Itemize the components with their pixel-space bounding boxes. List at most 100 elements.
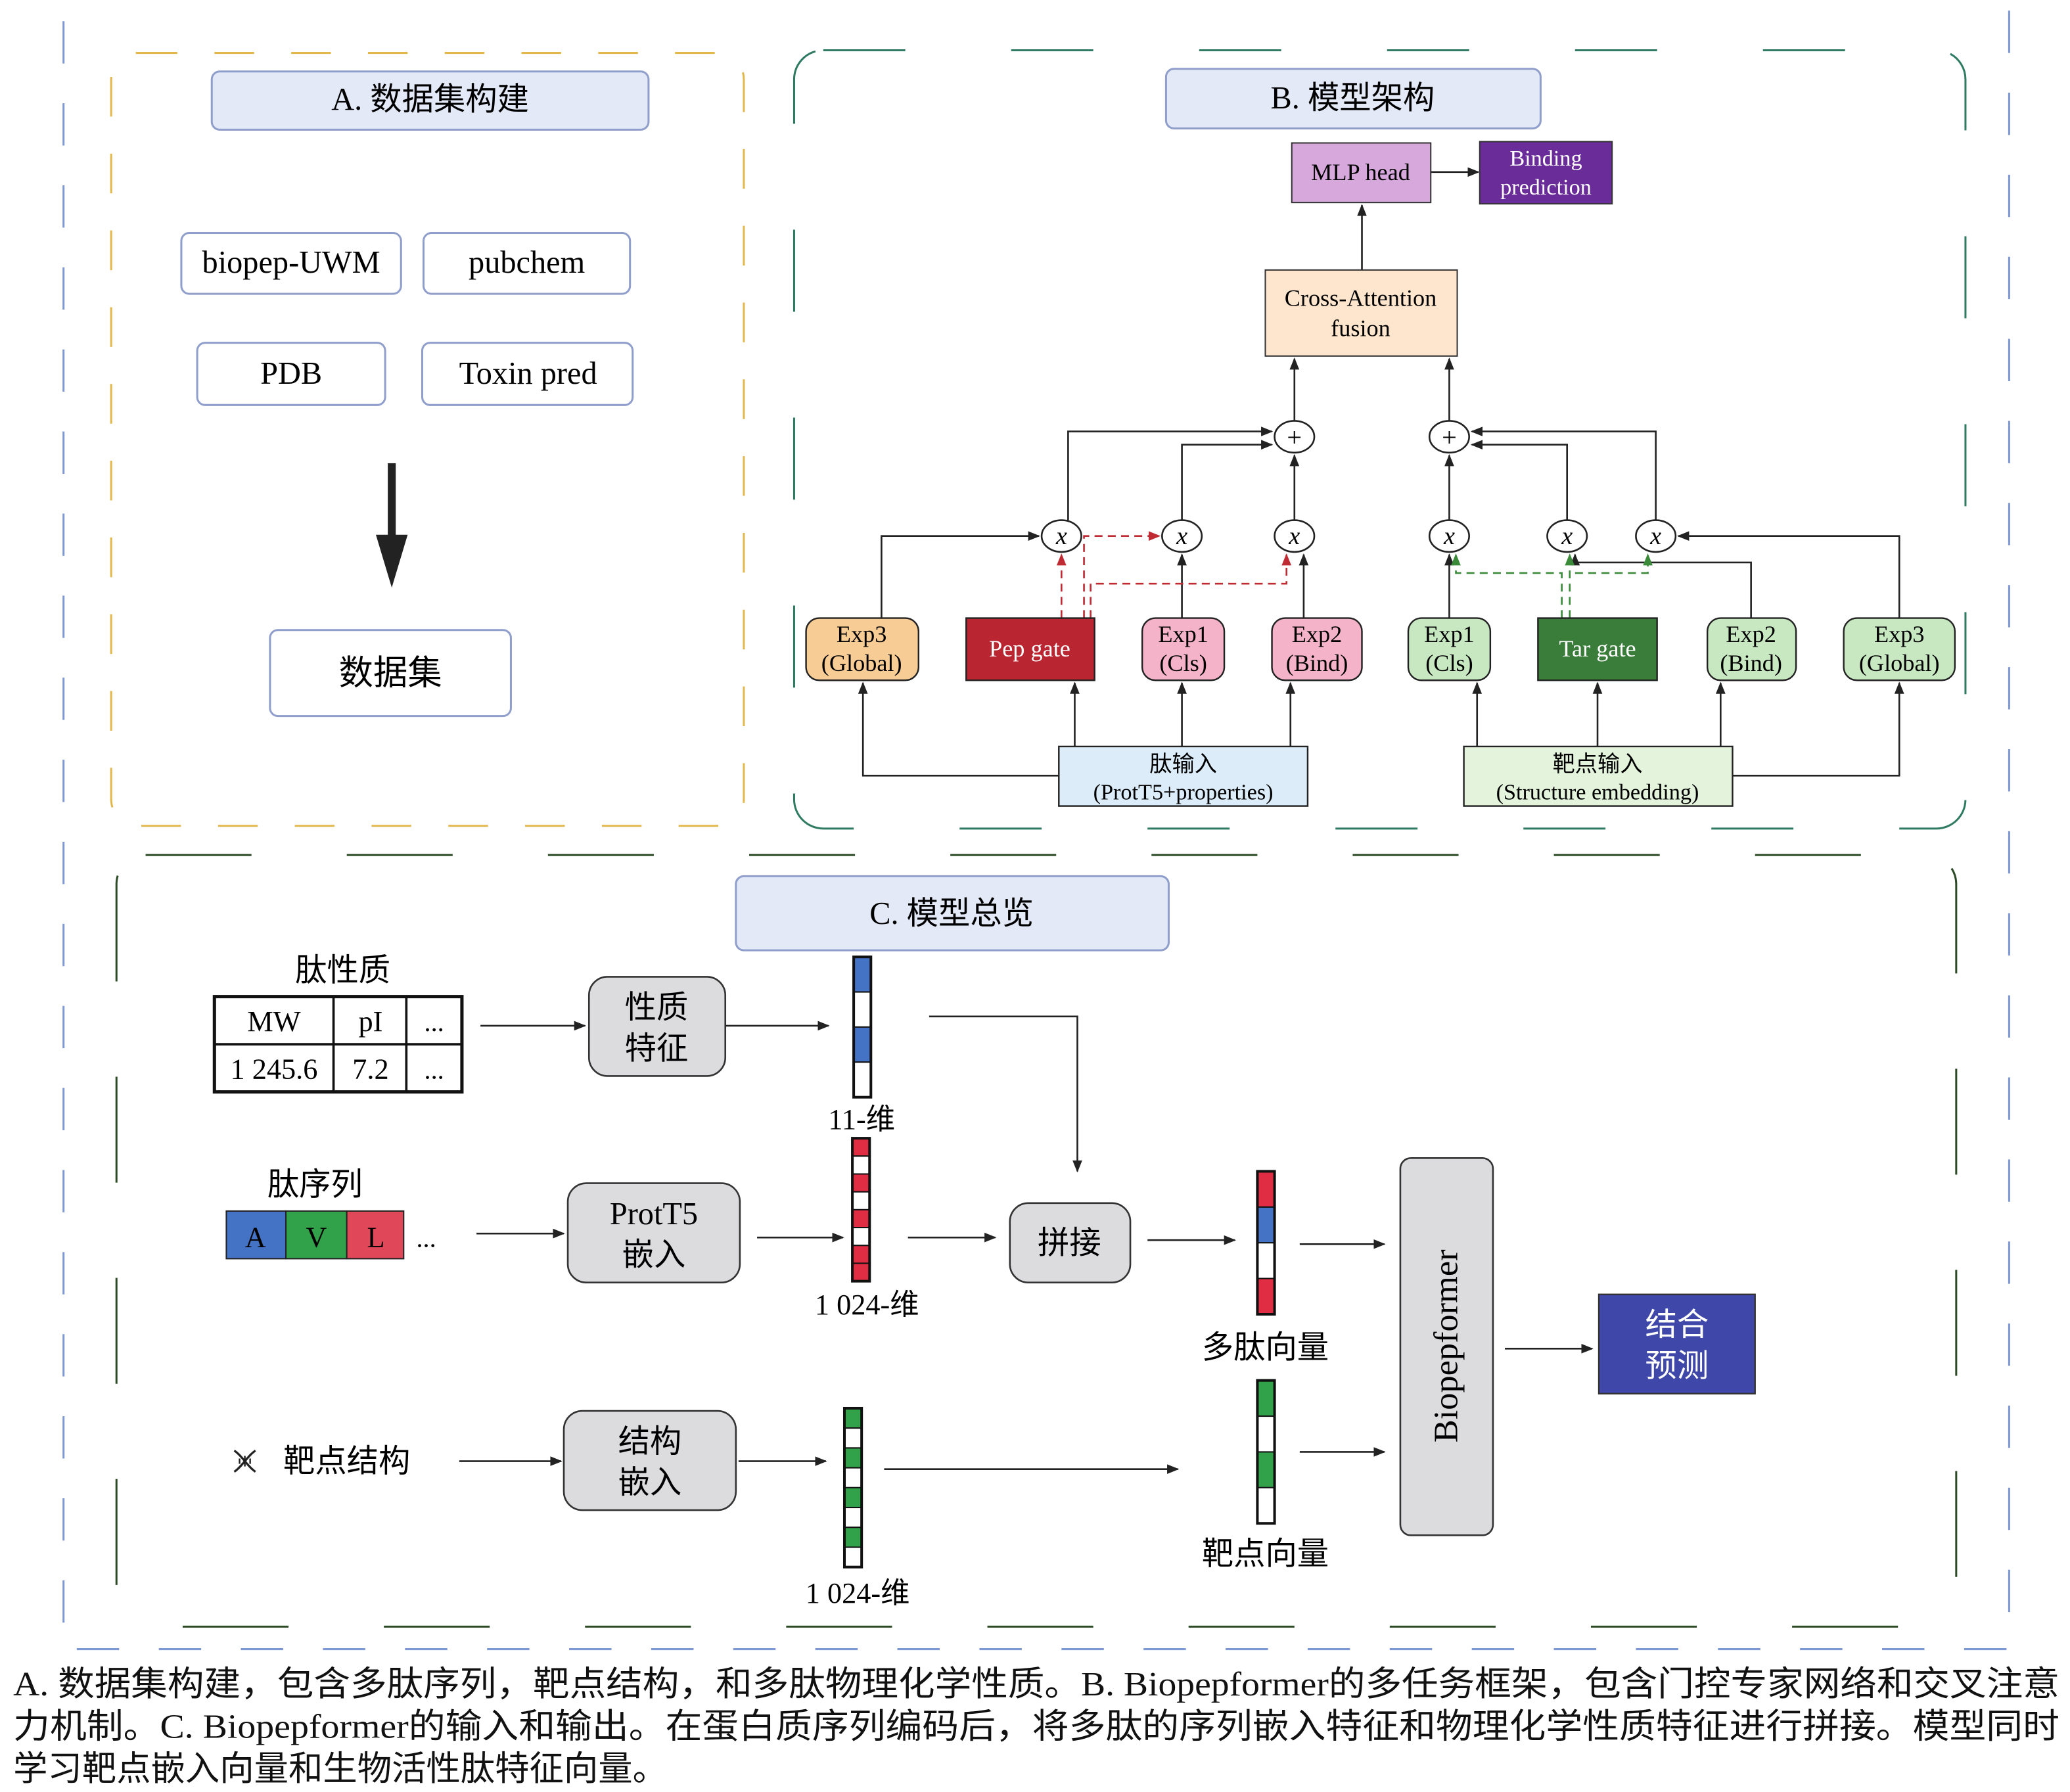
vec-11-to-concat xyxy=(929,1015,1082,1173)
target-vec-cell xyxy=(1256,1415,1276,1453)
vec-1024-target-cell xyxy=(843,1527,863,1548)
pep-exp3-line1: Exp3 xyxy=(837,621,887,647)
vec-1024-seq-cell xyxy=(852,1208,871,1229)
prop-label: 肽性质 xyxy=(295,953,390,988)
arrow-head-a xyxy=(376,534,408,588)
pep-gate-to-mult3 xyxy=(1090,553,1292,618)
vec-11-cell xyxy=(853,991,872,1028)
pep-mult2-to-sum xyxy=(1181,440,1274,520)
prop-header-more: ... xyxy=(425,1007,444,1037)
pep-mult-symbol-1: x xyxy=(1055,522,1067,550)
tar-exp1-line1: Exp1 xyxy=(1424,621,1475,647)
tar-gate-to-mult3 xyxy=(1575,553,1653,574)
vec-1024-target-frame xyxy=(842,1406,863,1569)
residue-v: V xyxy=(306,1221,327,1253)
vec-11-frame xyxy=(852,955,873,1099)
pep-input-line2: (ProtT5+properties) xyxy=(1093,780,1274,805)
multi-vec-cell xyxy=(1256,1277,1276,1316)
arrow-shaft-a xyxy=(388,463,396,540)
multi-vec xyxy=(1256,1170,1276,1316)
pep-exp2-line1: Exp2 xyxy=(1292,621,1343,647)
source-box-biopep xyxy=(180,231,402,295)
dim-1024b-label: 1 024-维 xyxy=(806,1577,910,1609)
tar-sum-node xyxy=(1428,420,1470,454)
residue-box-l xyxy=(346,1210,405,1260)
prop-value-mw: 1 245.6 xyxy=(230,1053,317,1085)
result-line1: 结合 xyxy=(1645,1308,1709,1343)
tar-exp2-box xyxy=(1706,617,1797,681)
tar-mult-node-1 xyxy=(1428,519,1470,553)
source-toxinpred: Toxin pred xyxy=(459,356,597,391)
residue-box-v xyxy=(285,1210,348,1260)
residue-l: L xyxy=(367,1221,384,1253)
binding-prediction-line1: Binding xyxy=(1509,146,1582,171)
prop-feature-line2: 特征 xyxy=(625,1031,689,1066)
result-line2: 预测 xyxy=(1645,1349,1709,1384)
pep-exp1-line2: (Cls) xyxy=(1159,650,1207,676)
vec-11 xyxy=(852,955,873,1099)
result-box xyxy=(1598,1293,1756,1395)
tar-exp3-line1: Exp3 xyxy=(1874,621,1925,647)
prott5-line1: ProtT5 xyxy=(610,1197,698,1231)
vec-1024-seq-cell xyxy=(852,1191,871,1210)
prott5-box xyxy=(566,1182,741,1283)
prop-header-pi: pI xyxy=(358,1005,382,1038)
pep-mult-symbol-2: x xyxy=(1176,522,1187,550)
panel-c: C. 模型总览 肽性质 MW pI ... 1 245.6 7.2 ... 性质… xyxy=(115,854,1958,1628)
panel-c-title: C. 模型总览 xyxy=(869,896,1034,931)
dim-1024a-label: 1 024-维 xyxy=(815,1289,919,1321)
pep-mult1-to-sum xyxy=(1067,426,1274,520)
tar-input-box xyxy=(1463,745,1734,807)
pep-mult-node-3 xyxy=(1274,519,1316,553)
vec-1024-seq-cell xyxy=(852,1173,871,1193)
vec-1024-target xyxy=(842,1406,863,1569)
pep-mult-symbol-3: x xyxy=(1288,522,1300,550)
multi-vec-frame xyxy=(1256,1170,1276,1316)
tar-mult-symbol-3: x xyxy=(1649,522,1661,550)
vec-11-cell xyxy=(853,1061,872,1098)
tar-exp1-line2: (Cls) xyxy=(1425,650,1473,676)
model-label: Biopepformer xyxy=(1427,1249,1465,1442)
target-vec-cell xyxy=(1256,1451,1276,1488)
mlp-head-label: MLP head xyxy=(1311,159,1410,185)
panel-b-title-box xyxy=(1164,68,1542,129)
source-pubchem: pubchem xyxy=(469,245,585,280)
tar-exp2-to-mult xyxy=(1570,553,1752,618)
vec-1024-target-cell xyxy=(843,1407,863,1429)
target-struct-label: 靶点结构 xyxy=(283,1444,410,1479)
prop-value-more: ... xyxy=(425,1055,444,1084)
fusion-line1: Cross-Attention xyxy=(1285,285,1437,311)
seq-label: 肽序列 xyxy=(267,1168,363,1203)
target-vec-label: 靶点向量 xyxy=(1202,1537,1329,1572)
tar-exp3-to-mult xyxy=(1677,531,1900,618)
binding-prediction-line2: prediction xyxy=(1500,175,1592,200)
vec-11-cell xyxy=(853,1026,872,1063)
prop-header-mw: MW xyxy=(247,1005,300,1038)
panel-a: A. 数据集构建 biopep-UWM pubchem PDB Toxin pr… xyxy=(110,52,745,827)
prop-feature-line1: 性质 xyxy=(625,990,689,1025)
struct-embed-line1: 结构 xyxy=(618,1424,682,1459)
panel-c-border xyxy=(115,854,1958,1628)
caption-line-1: A. 数据集构建，包含多肽序列，靶点结构，和多肽物理化学性质。B. Biopep… xyxy=(13,1665,2059,1703)
pep-mult-nodes: x x x xyxy=(1040,519,1316,553)
vec-1024-seq-cell xyxy=(852,1245,871,1264)
prott5-line2: 嵌入 xyxy=(622,1237,686,1272)
tar-mult-node-3 xyxy=(1635,519,1677,553)
multi-vec-cell xyxy=(1256,1242,1276,1279)
multi-vec-label: 多肽向量 xyxy=(1202,1330,1329,1365)
tar-exp1-box xyxy=(1407,617,1492,681)
panel-b-border xyxy=(793,49,1967,830)
source-box-toxinpred xyxy=(421,342,634,406)
panel-b: B. 模型架构 MLP head Binding prediction Cros… xyxy=(793,49,1967,830)
vec-1024-seq xyxy=(851,1137,871,1283)
dataset-label: 数据集 xyxy=(339,654,442,692)
pep-exp3-box xyxy=(805,617,919,681)
pep-exp1-line1: Exp1 xyxy=(1158,621,1208,647)
pep-exp2-line2: (Bind) xyxy=(1286,650,1348,676)
tar-mult-symbol-1: x xyxy=(1443,522,1455,550)
pep-exp3-to-mult xyxy=(881,531,1040,618)
tar-sum-symbol: + xyxy=(1442,423,1457,452)
vec-1024-seq-cell xyxy=(852,1155,871,1175)
panel-b-title: B. 模型架构 xyxy=(1271,81,1435,116)
multi-vec-cell xyxy=(1256,1206,1276,1244)
